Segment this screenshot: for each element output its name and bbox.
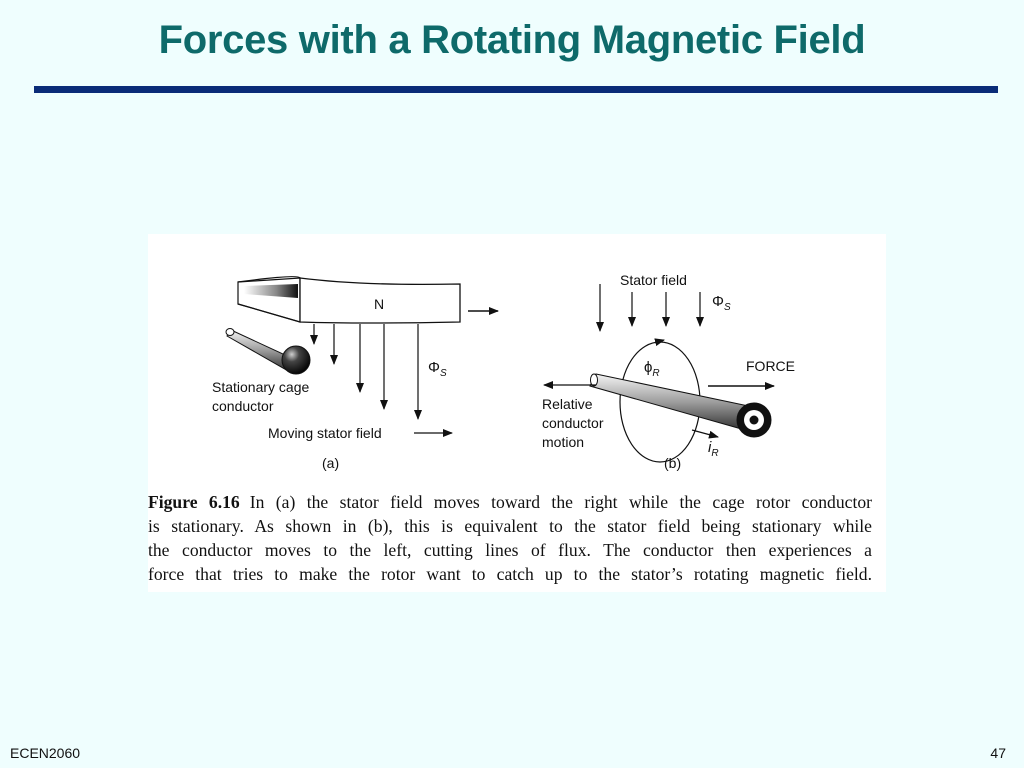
panel-b: Stator field ΦS ϕR FORCE [542,272,795,471]
flux-s-label-b: ΦS [712,293,731,313]
relative-motion-line1: Relative [542,396,593,412]
figure-panel: N ΦS Stationary cage conductor Moving st… [148,234,886,592]
rotor-flux-direction [654,338,665,347]
stator-field-arrows [596,284,704,332]
panel-a: N ΦS Stationary cage conductor Moving st… [212,276,499,471]
force-label: FORCE [746,358,795,374]
relative-motion-line2: conductor [542,415,604,431]
flux-label-a: ΦS [428,359,447,379]
moving-stator-label: Moving stator field [268,425,382,441]
panel-b-label: (b) [664,455,681,471]
caption-line-4: force that tries to make the rotor want … [148,564,872,584]
footer-page-number: 47 [990,745,1006,761]
cage-conductor-a [225,328,311,375]
caption-line-3: the conductor moves to the left, cutting… [148,540,872,560]
current-arrow [691,429,719,439]
conductor-label-line2: conductor [212,398,274,414]
title-divider [34,86,998,93]
footer-course-code: ECEN2060 [10,745,81,761]
magnet-pole-shoe [237,276,461,324]
relative-motion-line3: motion [542,434,584,450]
caption-figure-label: Figure 6.16 [148,492,240,512]
flux-arrows-a [310,324,422,420]
flux-r-label: ϕR [644,359,660,379]
panel-a-label: (a) [322,455,339,471]
caption-line-2: is stationary. As shown in (b), this is … [148,516,872,536]
pole-label-n: N [374,296,384,312]
slide-title: Forces with a Rotating Magnetic Field [158,18,866,62]
current-label: iR [708,439,719,459]
figure-diagram: N ΦS Stationary cage conductor Moving st… [212,272,795,471]
stator-field-label: Stator field [620,272,687,288]
cage-conductor-b [589,373,772,438]
conductor-label-line1: Stationary cage [212,379,309,395]
